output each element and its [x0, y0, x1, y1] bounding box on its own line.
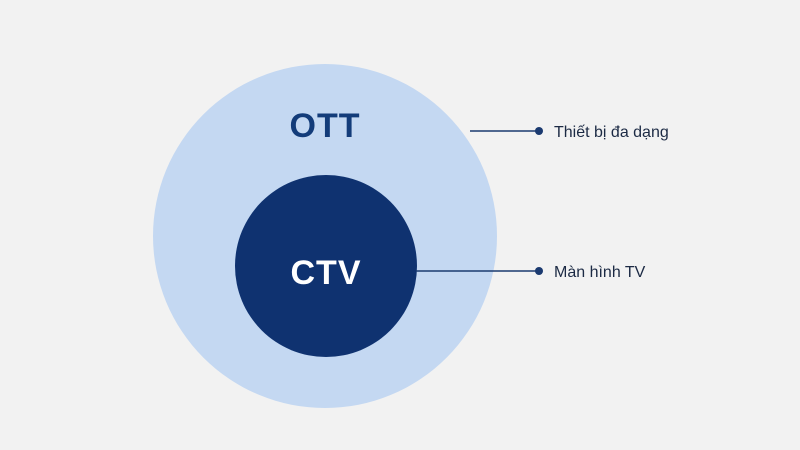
callout-label-outer: Thiết bị đa dạng: [554, 124, 669, 141]
ctv-label: CTV: [291, 254, 362, 292]
callout-dot-inner: [535, 267, 543, 275]
ott-label: OTT: [290, 107, 361, 145]
callout-dot-outer: [535, 127, 543, 135]
ctv-inner-circle: [235, 175, 417, 357]
callout-label-inner: Màn hình TV: [554, 264, 646, 281]
